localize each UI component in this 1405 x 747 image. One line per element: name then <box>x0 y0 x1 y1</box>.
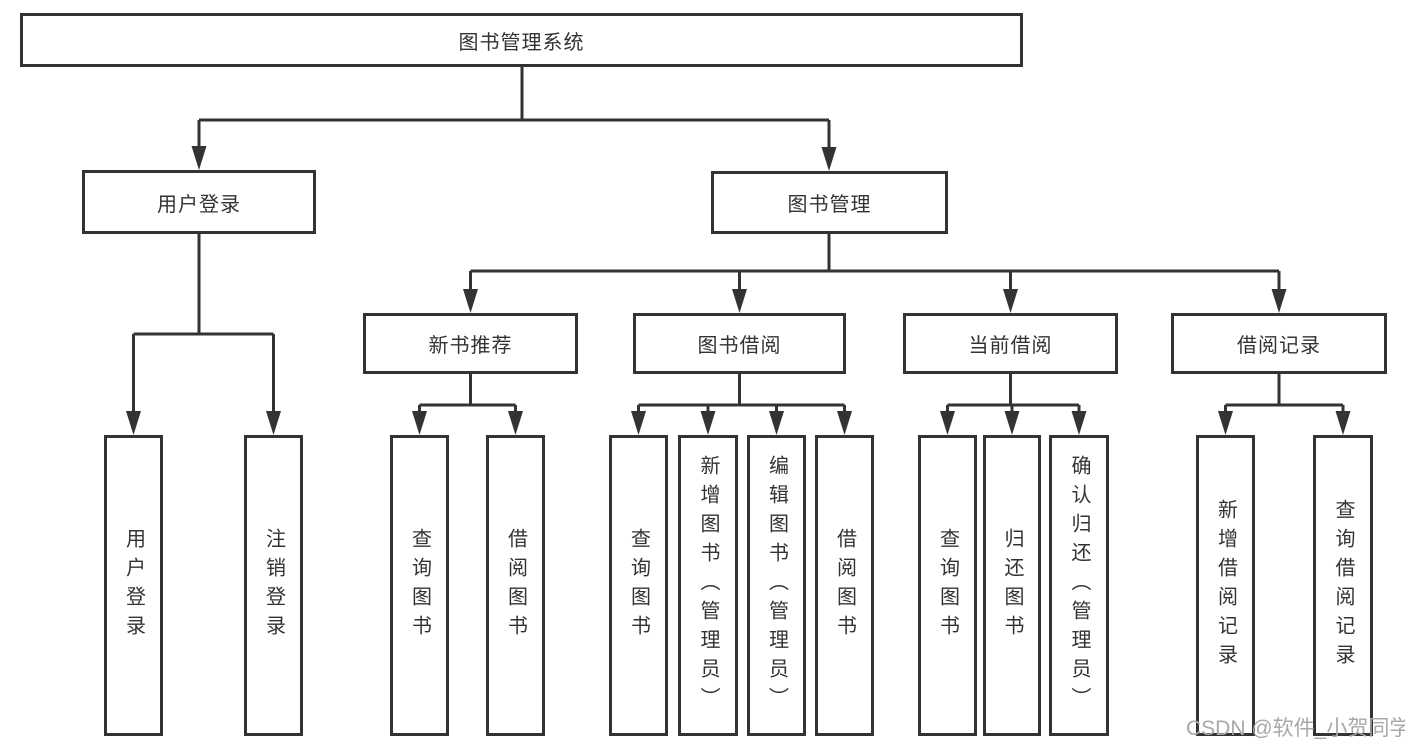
arrowhead-icon <box>631 411 646 435</box>
arrowhead-icon <box>412 411 427 435</box>
node-borrow-records: 借阅记录 <box>1171 313 1387 374</box>
node-borrow-records-label: 借阅记录 <box>1237 335 1321 357</box>
leaf-cb-confirm-return: 确认归还（管理员） <box>1049 435 1109 736</box>
arrowhead-icon <box>837 411 852 435</box>
arrowhead-icon <box>769 411 784 435</box>
arrowhead-icon <box>191 146 207 170</box>
arrowhead-icon <box>508 411 523 435</box>
node-root: 图书管理系统 <box>20 13 1023 67</box>
connector-root-to-level1 <box>191 67 837 171</box>
node-new-book-rec-label: 新书推荐 <box>428 335 513 357</box>
connector-borrow-records-to-leaves <box>1218 374 1351 435</box>
leaf-cb-return-books-label: 归还图书 <box>1001 527 1023 644</box>
leaf-br-add-record: 新增借阅记录 <box>1196 435 1255 736</box>
connector-book-borrow-to-leaves <box>631 374 852 435</box>
node-current-borrow: 当前借阅 <box>903 313 1118 374</box>
arrowhead-icon <box>1003 289 1018 313</box>
leaf-bb-add-books-label: 新增图书（管理员） <box>697 455 719 716</box>
leaf-logout: 注销登录 <box>244 435 303 736</box>
arrowhead-icon <box>1218 411 1233 435</box>
arrowhead-icon <box>1071 411 1087 435</box>
leaf-bb-edit-books-label: 编辑图书（管理员） <box>765 455 788 716</box>
leaf-bb-borrow-books-label: 借阅图书 <box>833 527 856 644</box>
arrowhead-icon <box>1004 411 1020 435</box>
node-book-mgmt: 图书管理 <box>711 171 948 234</box>
arrowhead-icon <box>732 289 747 313</box>
leaf-bb-borrow-books: 借阅图书 <box>815 435 874 736</box>
leaf-bb-edit-books: 编辑图书（管理员） <box>747 435 806 736</box>
leaf-nbr-query-books-label: 查询图书 <box>408 527 431 644</box>
leaf-user-login-label: 用户登录 <box>122 527 145 644</box>
arrowhead-icon <box>700 411 716 435</box>
leaf-nbr-borrow-books-label: 借阅图书 <box>504 527 527 644</box>
leaf-bb-add-books: 新增图书（管理员） <box>678 435 738 736</box>
leaf-cb-return-books: 归还图书 <box>983 435 1041 736</box>
node-current-borrow-label: 当前借阅 <box>968 335 1053 357</box>
arrowhead-icon <box>1271 289 1287 313</box>
leaf-bb-query-books: 查询图书 <box>609 435 668 736</box>
node-root-label: 图书管理系统 <box>458 31 585 54</box>
leaf-nbr-query-books: 查询图书 <box>390 435 449 736</box>
leaf-bb-query-books-label: 查询图书 <box>627 527 650 644</box>
arrowhead-icon <box>126 411 141 435</box>
arrowhead-icon <box>463 289 478 313</box>
arrowhead-icon <box>266 411 281 435</box>
leaf-br-query-record-label: 查询借阅记录 <box>1332 498 1354 673</box>
connector-user-login-to-leaves <box>126 234 281 435</box>
leaf-cb-query-books: 查询图书 <box>918 435 977 736</box>
connector-book-mgmt-to-level2 <box>463 234 1287 313</box>
leaf-user-login: 用户登录 <box>104 435 163 736</box>
arrowhead-icon <box>821 147 837 171</box>
node-new-book-rec: 新书推荐 <box>363 313 578 374</box>
connector-current-borrow-to-leaves <box>940 374 1087 435</box>
node-user-login-label: 用户登录 <box>157 193 241 216</box>
leaf-br-add-record-label: 新增借阅记录 <box>1214 498 1237 673</box>
arrowhead-icon <box>940 411 955 435</box>
arrowhead-icon <box>1335 411 1351 435</box>
leaf-cb-confirm-return-label: 确认归还（管理员） <box>1068 455 1090 716</box>
node-book-mgmt-label: 图书管理 <box>787 194 872 216</box>
leaf-logout-label: 注销登录 <box>262 527 285 644</box>
node-book-borrow: 图书借阅 <box>633 313 846 374</box>
leaf-cb-query-books-label: 查询图书 <box>936 527 959 644</box>
csdn-watermark: CSDN @软件_小贺同学 <box>1186 717 1405 740</box>
leaf-nbr-borrow-books: 借阅图书 <box>486 435 545 736</box>
node-book-borrow-label: 图书借阅 <box>697 335 782 357</box>
leaf-br-query-record: 查询借阅记录 <box>1313 435 1373 736</box>
node-user-login: 用户登录 <box>82 170 316 234</box>
connector-new-book-rec-to-leaves <box>412 374 523 435</box>
